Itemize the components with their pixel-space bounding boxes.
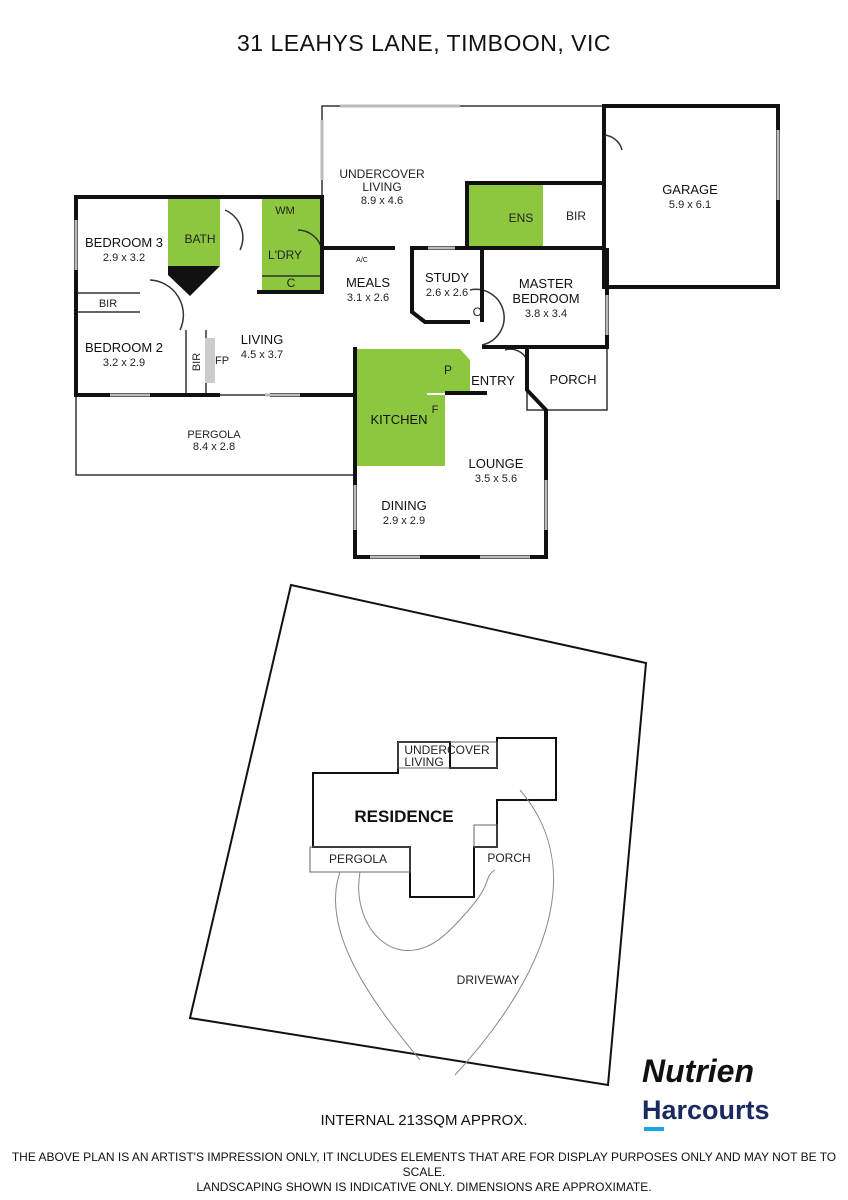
meals-dims: 3.1 x 2.6 xyxy=(347,292,389,304)
site-undercover-label: UNDERCOVER xyxy=(404,743,490,757)
master-dims: 3.8 x 3.4 xyxy=(525,308,567,320)
meals-label: MEALS xyxy=(346,275,390,290)
ac-label: A/C xyxy=(356,257,368,264)
fireplace-label: FP xyxy=(215,355,229,367)
wet-areas xyxy=(168,185,543,466)
laundry-cupboard-label: C xyxy=(287,276,296,290)
harcourts-logo-text: Harcourts xyxy=(642,1095,770,1125)
site-porch-label: PORCH xyxy=(487,851,530,865)
laundry-label: L'DRY xyxy=(268,248,302,262)
garage-label: GARAGE xyxy=(662,182,718,197)
driveway-path xyxy=(335,789,554,1076)
fridge-label: F xyxy=(432,404,439,416)
site-boundary xyxy=(188,583,648,1087)
site-pergola-label: PERGOLA xyxy=(329,852,387,866)
bir-master-label: BIR xyxy=(566,209,586,223)
living-dims: 4.5 x 3.7 xyxy=(241,349,283,361)
disclaimer-line-2: LANDSCAPING SHOWN IS INDICATIVE ONLY. DI… xyxy=(196,1180,652,1194)
master-label: MASTER xyxy=(519,276,573,291)
study-dims: 2.6 x 2.6 xyxy=(426,287,468,299)
site-plan: UNDERCOVER LIVING RESIDENCE PERGOLA PORC… xyxy=(188,583,648,1087)
disclaimer-line-1: THE ABOVE PLAN IS AN ARTIST'S IMPRESSION… xyxy=(11,1150,837,1179)
pergola-label: PERGOLA xyxy=(187,429,241,441)
dining-dims: 2.9 x 2.9 xyxy=(383,515,425,527)
bir-bed2-label: BIR xyxy=(191,353,203,371)
dining-label: DINING xyxy=(381,498,427,513)
bir-bed3-label: BIR xyxy=(99,298,117,310)
logo-accent-bar xyxy=(644,1127,664,1131)
site-undercover-label-2: LIVING xyxy=(404,755,443,769)
study-label: STUDY xyxy=(425,270,469,285)
lounge-label: LOUNGE xyxy=(469,456,524,471)
site-driveway-label: DRIVEWAY xyxy=(457,973,520,987)
ensuite-label: ENS xyxy=(509,211,534,225)
master-walls xyxy=(482,248,609,349)
living-label: LIVING xyxy=(241,332,284,347)
garage-dims: 5.9 x 6.1 xyxy=(669,199,711,211)
hallway-cupboard xyxy=(168,266,220,296)
site-residence-label: RESIDENCE xyxy=(354,807,453,826)
undercover-label-2: LIVING xyxy=(362,180,401,194)
disclaimer: THE ABOVE PLAN IS AN ARTIST'S IMPRESSION… xyxy=(0,1150,848,1195)
wm-label: WM xyxy=(275,205,295,217)
harcourts-logo: Harcourts xyxy=(642,1095,770,1131)
lounge-dims: 3.5 x 5.6 xyxy=(475,473,517,485)
pantry-label: P xyxy=(444,363,452,377)
internal-area: INTERNAL 213SQM APPROX. xyxy=(320,1112,528,1129)
bedroom2-dims: 3.2 x 2.9 xyxy=(103,357,145,369)
bath-label: BATH xyxy=(184,232,215,246)
bedroom3-dims: 2.9 x 3.2 xyxy=(103,252,145,264)
entry-label: ENTRY xyxy=(471,373,515,388)
bedroom2-label: BEDROOM 2 xyxy=(85,340,163,355)
study-walls xyxy=(410,248,470,324)
pergola-dims: 8.4 x 2.8 xyxy=(193,441,235,453)
plan-title: 31 LEAHYS LANE, TIMBOON, VIC xyxy=(236,30,612,56)
porch-label: PORCH xyxy=(550,372,597,387)
bedroom3-label: BEDROOM 3 xyxy=(85,235,163,250)
study-cupboard-label: C xyxy=(473,305,482,319)
master-label-2: BEDROOM xyxy=(512,291,579,306)
undercover-label: UNDERCOVER xyxy=(339,167,425,181)
fireplace-icon xyxy=(205,338,215,383)
kitchen-label: KITCHEN xyxy=(370,412,427,427)
nutrien-logo: Nutrien xyxy=(642,1053,754,1089)
undercover-dims: 8.9 x 4.6 xyxy=(361,195,403,207)
west-wing-walls xyxy=(74,195,324,397)
